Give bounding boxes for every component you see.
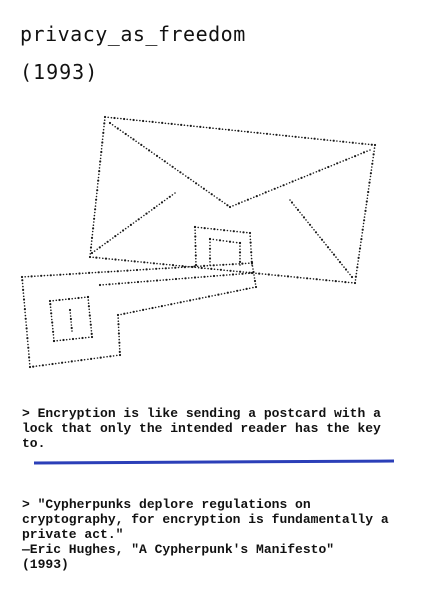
page-year: (1993) xyxy=(20,60,99,84)
envelope-lock-ascii-art xyxy=(20,115,377,369)
quote-text: "Cypherpunks deplore regulations on cryp… xyxy=(22,497,397,542)
blue-divider xyxy=(34,459,394,465)
note-text: Encryption is like sending a postcard wi… xyxy=(22,406,389,451)
quote-year: (1993) xyxy=(22,557,69,572)
quote-prefix: > xyxy=(22,497,38,512)
page-title: privacy_as_freedom xyxy=(20,22,246,46)
quote-attribution: —Eric Hughes, "A Cypherpunk's Manifesto" xyxy=(22,542,335,557)
manifesto-quote: > "Cypherpunks deplore regulations on cr… xyxy=(22,497,400,572)
note-prefix: > xyxy=(22,406,38,421)
encryption-note: > Encryption is like sending a postcard … xyxy=(22,406,400,451)
